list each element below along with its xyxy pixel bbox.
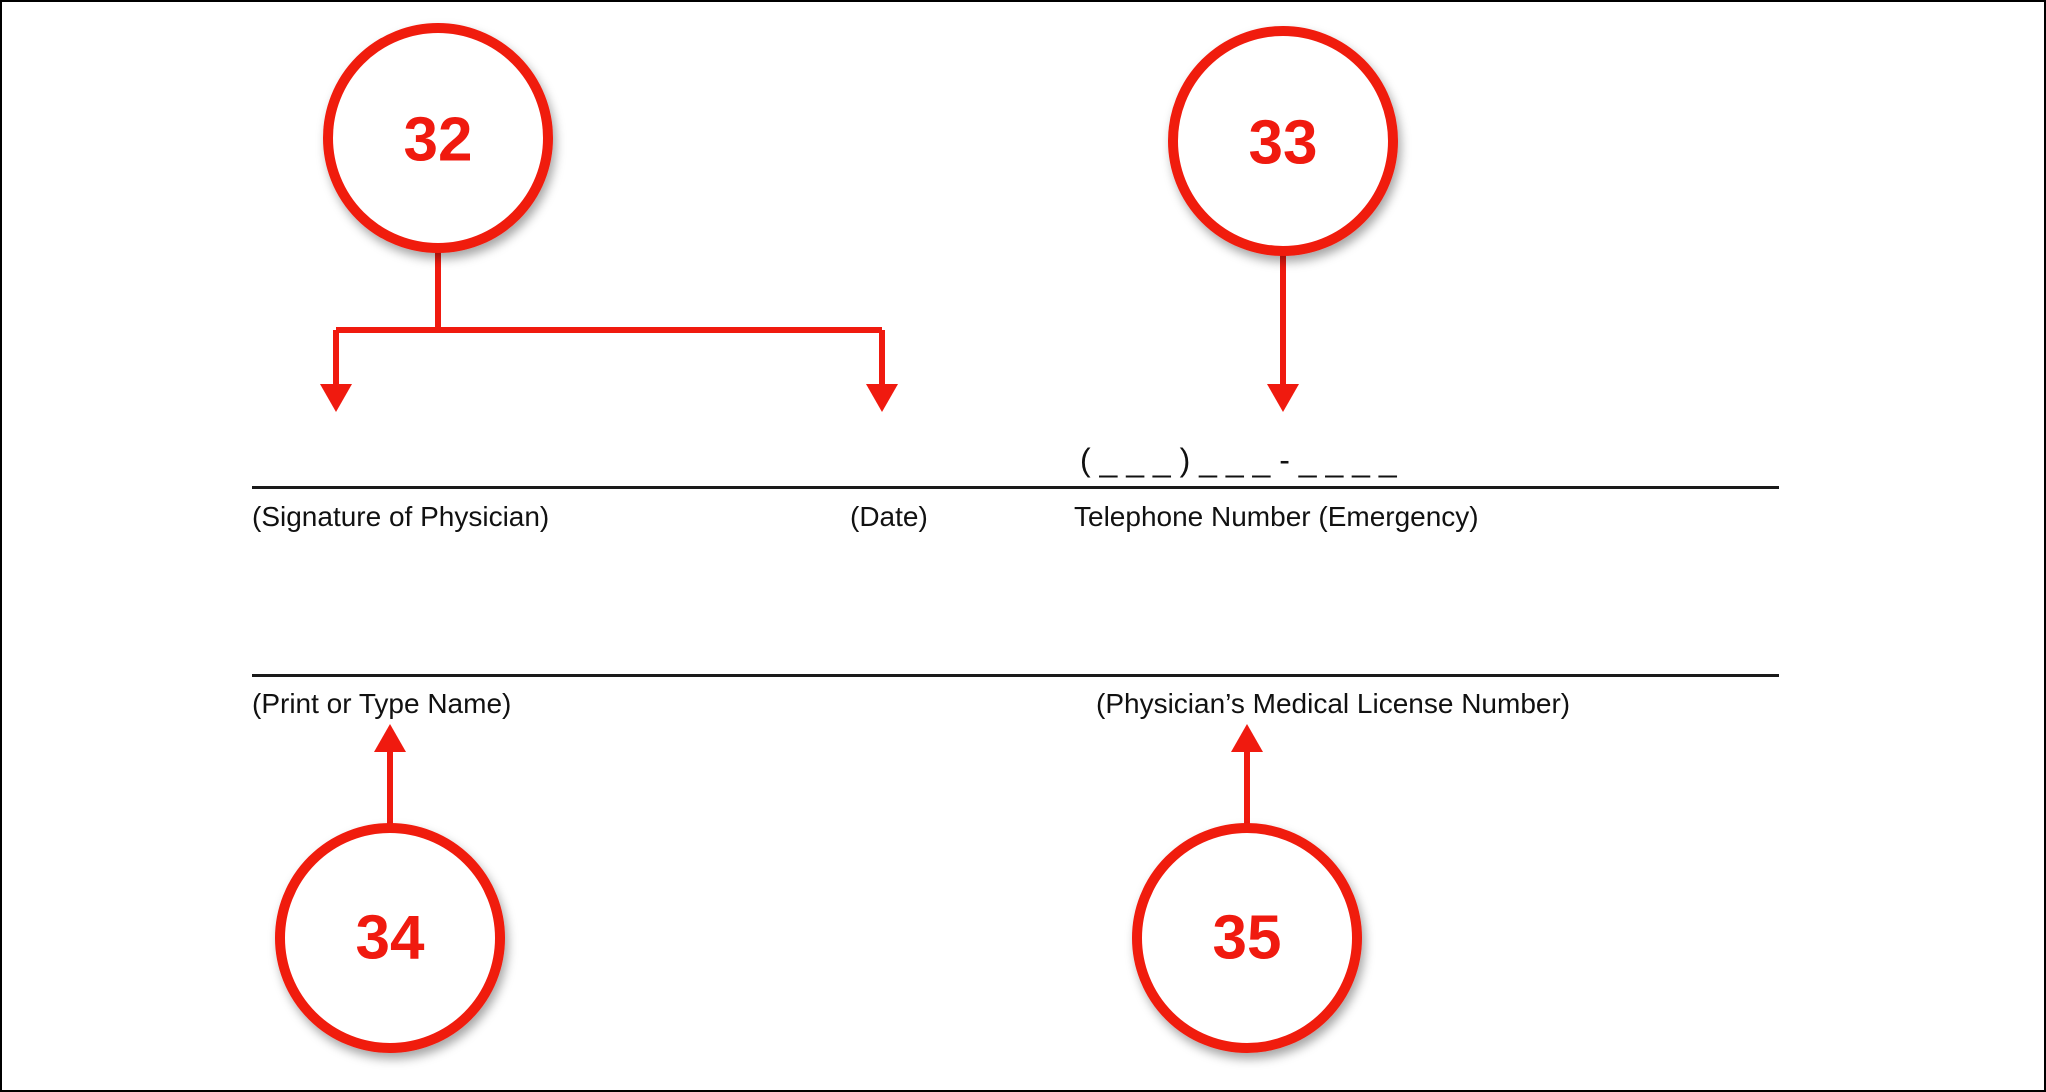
callout-35-number: 35 <box>1213 904 1282 973</box>
callout-32-circle <box>323 23 553 253</box>
callout-35: 35 <box>1132 724 1362 1053</box>
callout-33-number: 33 <box>1249 109 1318 178</box>
callout-33-arrow-icon <box>1267 384 1299 412</box>
callout-32-connector <box>333 250 885 390</box>
callout-33: 33 <box>1168 26 1398 412</box>
callout-34-number: 34 <box>356 904 425 973</box>
date-label: (Date) <box>850 501 928 532</box>
callout-32-number: 32 <box>404 106 473 175</box>
telephone-label: Telephone Number (Emergency) <box>1074 501 1479 532</box>
signature-date-telephone-line <box>252 486 1779 489</box>
callout-32-arrow-date-icon <box>866 384 898 412</box>
print-name-label: (Print or Type Name) <box>252 688 512 719</box>
callout-34-arrow-icon <box>374 724 406 752</box>
callout-32: 32 <box>320 23 898 412</box>
callout-32-arrow-signature-icon <box>320 384 352 412</box>
callout-35-circle <box>1132 823 1362 1053</box>
callout-34-circle <box>275 823 505 1053</box>
callout-33-circle <box>1168 26 1398 256</box>
callout-34: 34 <box>275 724 505 1053</box>
signature-label: (Signature of Physician) <box>252 501 550 532</box>
name-license-line <box>252 674 1779 677</box>
license-number-label: (Physician’s Medical License Number) <box>1096 688 1571 719</box>
callout-35-arrow-icon <box>1231 724 1263 752</box>
telephone-number-mask: ( _ _ _ ) _ _ _ - _ _ _ _ <box>1080 442 1397 478</box>
